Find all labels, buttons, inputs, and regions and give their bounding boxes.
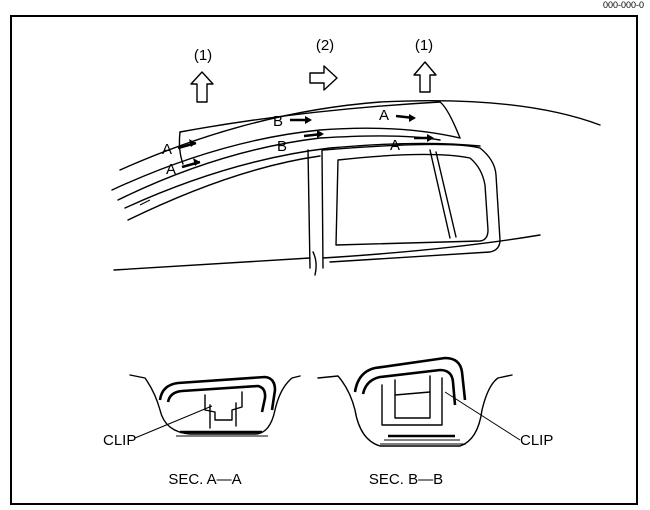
callout-b: B xyxy=(273,113,283,130)
up-arrow-icon xyxy=(413,61,437,93)
section-b-b: CLIP SEC. B—B xyxy=(317,356,553,488)
arrow-label-2: (2) xyxy=(316,37,334,54)
callout-a: A xyxy=(390,137,400,154)
callout-b: B xyxy=(277,138,287,155)
direction-arrow-2: (2) xyxy=(309,37,338,91)
direction-arrow-1-right: (1) xyxy=(413,37,437,93)
callout-a: A xyxy=(166,161,176,178)
callouts: A A B B A A xyxy=(162,107,434,178)
arrow-label-1-left: (1) xyxy=(194,47,212,64)
section-title-a-a: SEC. A—A xyxy=(168,471,241,488)
callout-a: A xyxy=(379,107,389,124)
direction-arrow-1-left: (1) xyxy=(190,47,214,103)
figure-frame xyxy=(10,15,638,505)
right-arrow-icon xyxy=(309,65,338,91)
arrow-label-1-right: (1) xyxy=(415,37,433,54)
car-side-view xyxy=(111,99,601,276)
clip-label: CLIP xyxy=(103,432,136,449)
section-a-a: CLIP SEC. A—A xyxy=(103,374,301,488)
page-reference: 000-000-0 xyxy=(602,0,644,10)
section-title-b-b: SEC. B—B xyxy=(369,471,443,488)
clip-label: CLIP xyxy=(520,432,553,449)
up-arrow-icon xyxy=(190,71,214,103)
callout-a: A xyxy=(162,141,172,158)
